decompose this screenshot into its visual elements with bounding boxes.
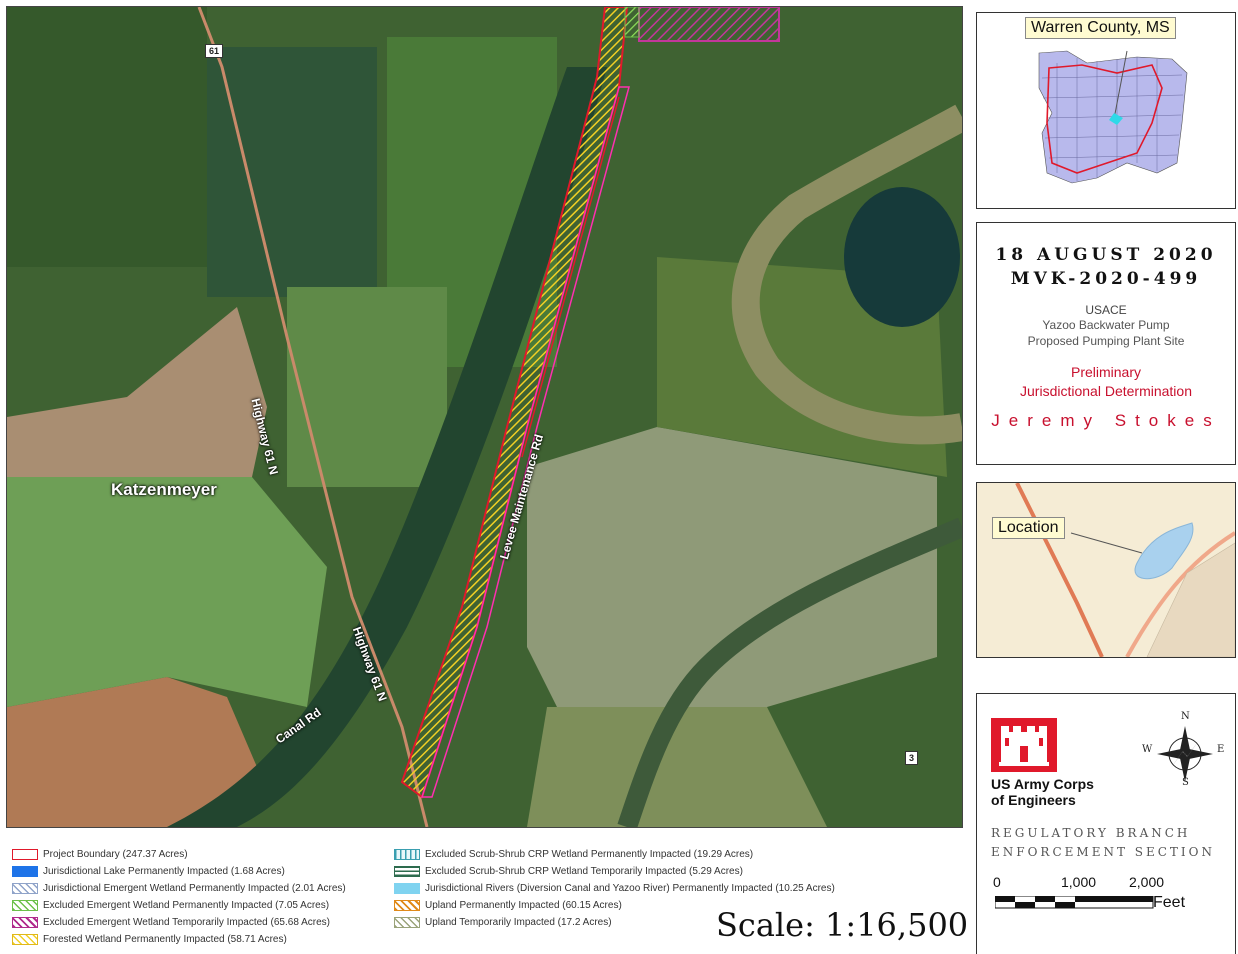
legend-left: Project Boundary (247.37 Acres) Jurisdic… bbox=[12, 846, 346, 948]
legend-item: Forested Wetland Permanently Impacted (5… bbox=[12, 931, 346, 948]
project-site: Proposed Pumping Plant Site bbox=[1027, 334, 1185, 348]
legend-label: Excluded Scrub-Shrub CRP Wetland Tempora… bbox=[425, 866, 743, 877]
organization: USACE bbox=[1085, 303, 1127, 317]
legend-swatch bbox=[394, 900, 420, 911]
usace-name: US Army Corps of Engineers bbox=[991, 776, 1094, 808]
map-date: 18 AUGUST 2020 bbox=[995, 245, 1217, 265]
legend-item: Jurisdictional Emergent Wetland Permanen… bbox=[12, 880, 346, 897]
usace-name-line-2: of Engineers bbox=[991, 792, 1076, 808]
author-name: Jeremy Stokes bbox=[991, 411, 1221, 430]
usace-castle-logo bbox=[991, 718, 1057, 772]
legend-item: Upland Temporarily Impacted (17.2 Acres) bbox=[394, 914, 835, 931]
legend-label: Excluded Emergent Wetland Permanently Im… bbox=[43, 900, 330, 911]
map-scale-ratio: Scale: 1:16,500 bbox=[716, 906, 969, 944]
legend-label: Jurisdictional Rivers (Diversion Canal a… bbox=[425, 883, 835, 894]
legend-right: Excluded Scrub-Shrub CRP Wetland Permane… bbox=[394, 846, 835, 931]
legend-item: Excluded Scrub-Shrub CRP Wetland Tempora… bbox=[394, 863, 835, 880]
scale-bar bbox=[995, 896, 1154, 909]
legend-swatch bbox=[12, 866, 38, 877]
branch-name: REGULATORY BRANCH bbox=[991, 826, 1191, 840]
county-callout: Warren County, MS bbox=[1025, 17, 1176, 39]
legend-item: Project Boundary (247.37 Acres) bbox=[12, 846, 346, 863]
legend-swatch bbox=[394, 849, 420, 860]
route-3-shield: 3 bbox=[905, 751, 919, 765]
legend-label: Jurisdictional Lake Permanently Impacted… bbox=[43, 866, 285, 877]
county-map-graphic bbox=[1038, 50, 1188, 184]
legend-swatch bbox=[12, 883, 38, 894]
satellite-imagery bbox=[7, 7, 962, 827]
branch-text: REGULATORY BRANCH ENFORCEMENT SECTION bbox=[991, 824, 1215, 862]
highway-61-shield: 61 bbox=[205, 44, 224, 58]
legend-label: Upland Temporarily Impacted (17.2 Acres) bbox=[425, 917, 612, 928]
title-block: 18 AUGUST 2020 MVK-2020-499 USACE Yazoo … bbox=[976, 222, 1236, 465]
legend-label: Excluded Scrub-Shrub CRP Wetland Permane… bbox=[425, 849, 754, 860]
legend-label: Upland Permanently Impacted (60.15 Acres… bbox=[425, 900, 622, 911]
legend-swatch bbox=[12, 849, 38, 860]
main-map[interactable]: Katzenmeyer Highway 61 N Highway 61 N Le… bbox=[6, 6, 963, 828]
north-arrow-icon bbox=[1157, 726, 1213, 782]
legend-swatch bbox=[12, 917, 38, 928]
legend-swatch bbox=[394, 866, 420, 877]
location-callout: Location bbox=[992, 517, 1065, 539]
section-name: ENFORCEMENT SECTION bbox=[991, 845, 1216, 859]
legend-swatch bbox=[394, 917, 420, 928]
status-line-2: Jurisdictional Determination bbox=[1020, 383, 1192, 399]
place-label-katzenmeyer: Katzenmeyer bbox=[111, 480, 217, 499]
legend-item: Excluded Scrub-Shrub CRP Wetland Permane… bbox=[394, 846, 835, 863]
scale-unit: Feet bbox=[1153, 894, 1186, 911]
status-line-1: Preliminary bbox=[1070, 364, 1141, 380]
compass-west: W bbox=[1142, 744, 1153, 755]
legend-swatch bbox=[12, 934, 38, 945]
usace-name-line-1: US Army Corps bbox=[991, 776, 1094, 792]
case-id: MVK-2020-499 bbox=[1010, 269, 1202, 289]
location-inset-map: Location bbox=[976, 482, 1236, 658]
legend-swatch bbox=[12, 900, 38, 911]
compass-south: S bbox=[1182, 777, 1189, 788]
legend-label: Excluded Emergent Wetland Temporarily Im… bbox=[43, 917, 330, 928]
legend-label: Jurisdictional Emergent Wetland Permanen… bbox=[43, 883, 346, 894]
scale-tick-0: 0 bbox=[993, 874, 1001, 890]
usace-block: US Army Corps of Engineers N S E W REGUL… bbox=[976, 693, 1236, 954]
legend-label: Forested Wetland Permanently Impacted (5… bbox=[43, 934, 287, 945]
legend-item: Upland Permanently Impacted (60.15 Acres… bbox=[394, 897, 835, 914]
project-name: Yazoo Backwater Pump bbox=[1042, 318, 1170, 332]
legend-item: Excluded Emergent Wetland Permanently Im… bbox=[12, 897, 346, 914]
scale-tick-1000: 1,000 bbox=[1061, 874, 1097, 890]
legend-label: Project Boundary (247.37 Acres) bbox=[43, 849, 188, 860]
location-map-graphic bbox=[977, 483, 1235, 657]
legend-item: Excluded Emergent Wetland Temporarily Im… bbox=[12, 914, 346, 931]
compass-east: E bbox=[1217, 744, 1225, 755]
county-inset-map: Warren County, MS bbox=[976, 12, 1236, 209]
compass-north: N bbox=[1181, 711, 1190, 722]
legend-item: Jurisdictional Lake Permanently Impacted… bbox=[12, 863, 346, 880]
legend-item: Jurisdictional Rivers (Diversion Canal a… bbox=[394, 880, 835, 897]
legend-swatch bbox=[394, 883, 420, 894]
scale-tick-2000: 2,000 bbox=[1129, 874, 1165, 890]
